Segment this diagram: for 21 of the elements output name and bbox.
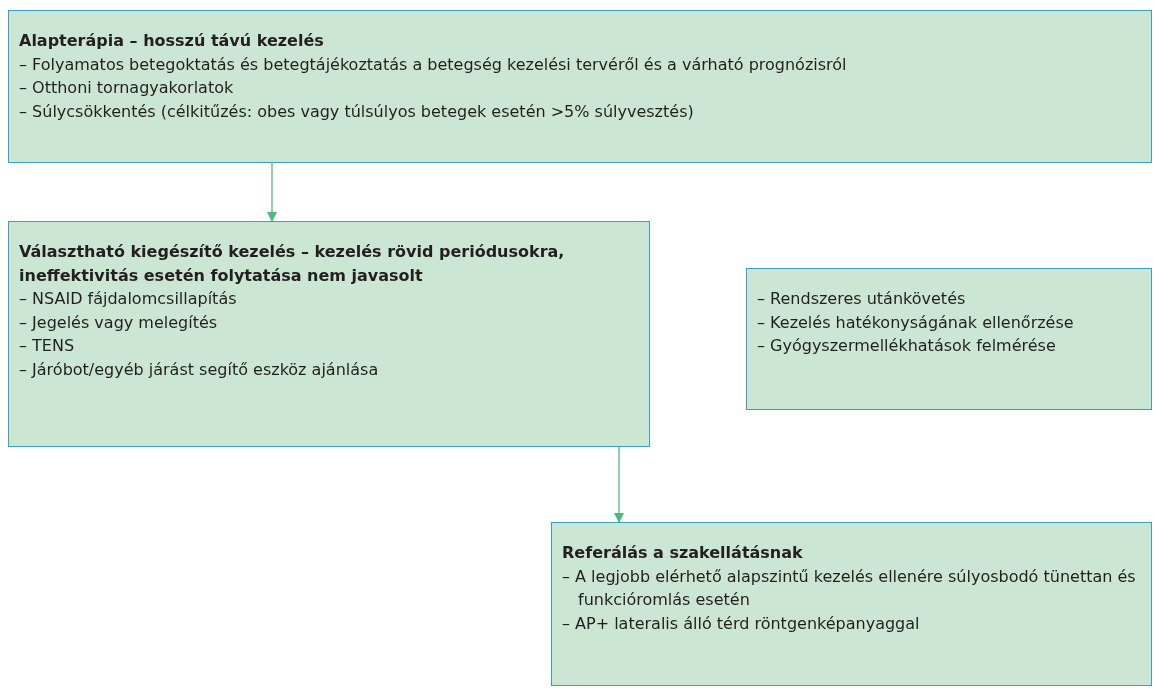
process-box — [8, 221, 650, 447]
list-item: – Rendszeres utánkövetés — [757, 288, 967, 310]
list-item: – NSAID fájdalomcsillapítás — [19, 288, 238, 310]
arrow — [614, 446, 624, 523]
list-item: – A legjobb elérhető alapszintű kezelés ellenére súlyosbodó tünettan és funkcióromlás esetén — [562, 565, 1137, 611]
process-box — [8, 10, 1152, 163]
process-box — [746, 268, 1152, 410]
list-item: – Otthoni tornagyakorlatok — [19, 77, 235, 99]
list-item: – Súlycsökkentés (célkitűzés: obes vagy túlsúlyos betegek esetén >5% súlyvesztés) — [19, 100, 695, 123]
box-heading: Referálás a szakellátásnak — [562, 542, 804, 564]
list-item: – TENS — [19, 335, 76, 357]
list-item: – Jegelés vagy melegítés — [19, 311, 219, 334]
list-item: – Folyamatos betegoktatás és betegtájékoztatás a betegség kezelési tervéről és a várható prognózisról — [19, 53, 848, 76]
arrow — [267, 162, 277, 222]
process-box — [551, 522, 1152, 686]
list-item: – Gyógyszermellékhatások felmérése — [757, 335, 1057, 357]
box-heading: Alapterápia – hosszú távú kezelés — [19, 30, 325, 52]
box-heading: Választható kiegészítő kezelés – kezelés rövid periódusokra, ineffektivitás esetén folytatása nem javasolt — [19, 241, 566, 287]
list-item: – Kezelés hatékonyságának ellenőrzése — [757, 311, 1075, 334]
list-item: – AP+ lateralis álló térd röntgenképanyaggal — [562, 612, 921, 635]
list-item: – Járóbot/egyéb járást segítő eszköz ajánlása — [19, 358, 380, 381]
